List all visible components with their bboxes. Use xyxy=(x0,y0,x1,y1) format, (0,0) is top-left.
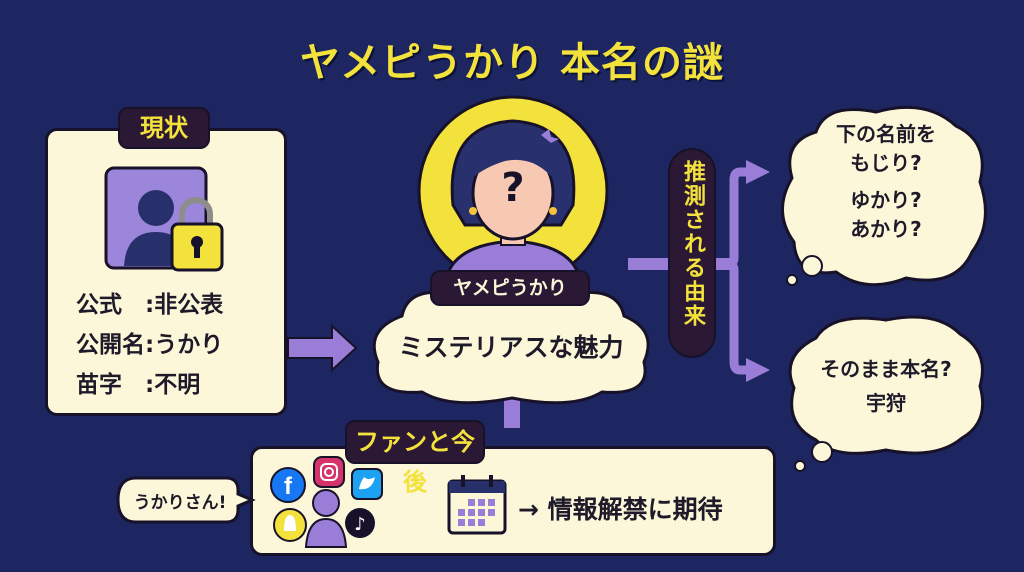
svg-text:♪: ♪ xyxy=(354,514,366,535)
snapchat-icon xyxy=(273,508,307,542)
status-rows: 公式 :非公表 公開名:うかり 苗字 :不明 xyxy=(76,285,223,405)
row-key: 公式 xyxy=(76,292,122,318)
theory-2-text: そのまま本名? 宇狩 xyxy=(786,352,986,420)
tiktok-icon: ♪ xyxy=(345,508,375,538)
row-sep: : xyxy=(145,332,155,358)
vertical-connector xyxy=(504,392,520,428)
branch-bracket xyxy=(727,167,748,375)
row-sep: : xyxy=(122,372,155,398)
row-value: 非公表 xyxy=(154,292,224,318)
status-row-official: 公式 :非公表 xyxy=(76,285,223,325)
svg-text:f: f xyxy=(284,473,293,500)
row-key: 公開名 xyxy=(76,332,145,358)
theory-line: そのまま本名? xyxy=(820,357,952,381)
theory-1-text: 下の名前を もじり? ゆかり? あかり? xyxy=(786,120,986,244)
arrow-right-icon xyxy=(287,323,358,373)
locked-profile-icon xyxy=(104,166,224,272)
future-label: ファンと今後 xyxy=(345,420,485,496)
twitter-icon xyxy=(351,468,383,500)
instagram-icon xyxy=(313,456,345,488)
page-title: ヤメピうかり 本名の謎 xyxy=(299,40,725,86)
center-cloud-text: ミステリアスな魅力 xyxy=(398,333,624,362)
theory-line: 宇狩 xyxy=(866,391,906,415)
speech-bubble xyxy=(116,476,256,524)
theory-line: もじり? xyxy=(850,151,922,175)
row-value: うかり xyxy=(154,332,224,358)
origin-label: 推測される由来 xyxy=(668,148,716,358)
row-value: 不明 xyxy=(154,372,201,398)
theory-line: あかり? xyxy=(850,217,922,241)
origin-label-text: 推測される由来 xyxy=(680,160,705,328)
arrow-down-branch-icon xyxy=(746,358,770,382)
future-result-text: → 情報解禁に期待 xyxy=(518,495,723,524)
fan-person-icon xyxy=(304,489,348,548)
facebook-icon: f xyxy=(270,467,306,503)
theory-line: ゆかり? xyxy=(850,188,922,212)
face-question-mark: ? xyxy=(501,165,525,211)
status-row-surname: 苗字 :不明 xyxy=(76,365,223,405)
speech-text: うかりさん! xyxy=(133,493,227,513)
status-label: 現状 xyxy=(118,107,210,149)
calendar-icon xyxy=(447,475,507,535)
theory-cloud-1 xyxy=(781,105,987,287)
theory-line: 下の名前を xyxy=(836,122,936,146)
row-sep: : xyxy=(122,292,155,318)
social-fans-cluster: f ♪ xyxy=(270,456,383,548)
status-row-public-name: 公開名:うかり xyxy=(76,325,223,365)
arrow-up-branch-icon xyxy=(746,160,770,184)
row-key: 苗字 xyxy=(76,372,122,398)
name-label: ヤメピうかり xyxy=(430,270,590,306)
theory-cloud-2 xyxy=(788,315,985,472)
